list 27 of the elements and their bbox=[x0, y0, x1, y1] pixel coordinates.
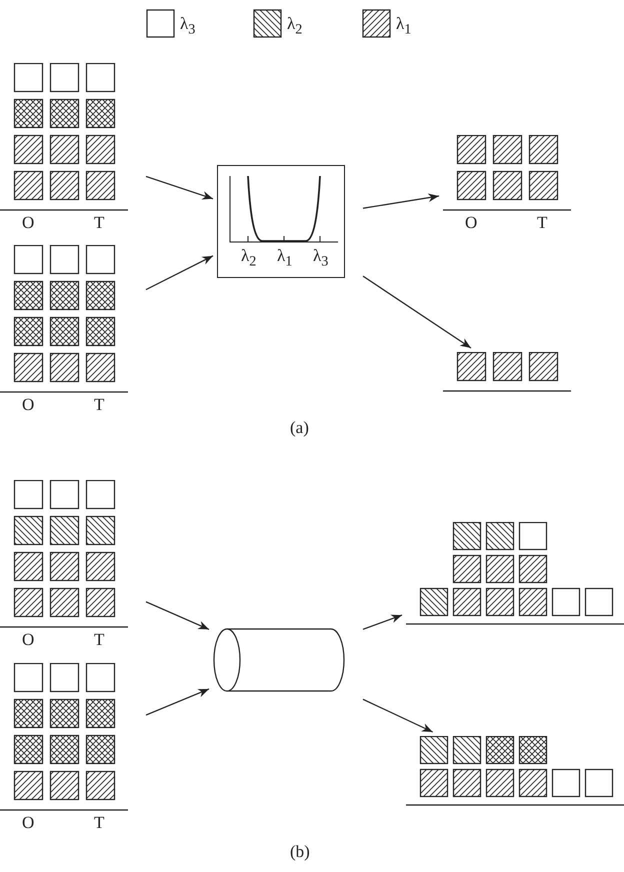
arrow bbox=[362, 698, 433, 733]
arrow bbox=[362, 276, 472, 348]
axis-label: O bbox=[22, 630, 34, 650]
tick-label: λ$_{3}$ bbox=[313, 246, 328, 272]
axis-label: T bbox=[94, 813, 104, 833]
arrow bbox=[146, 688, 210, 716]
legend-label: λ$_{2}$ bbox=[287, 14, 302, 40]
axis-label: T bbox=[94, 630, 104, 650]
arrow bbox=[146, 176, 214, 200]
axis-label: T bbox=[94, 395, 104, 415]
axis-label: T bbox=[537, 213, 548, 233]
arrow bbox=[362, 193, 440, 209]
tick-label: λ$_{1}$ bbox=[277, 246, 292, 272]
tick-label: λ$_{2}$ bbox=[241, 246, 256, 272]
figure-label: (a) bbox=[290, 418, 309, 438]
figure-label: (b) bbox=[290, 842, 310, 862]
arrow bbox=[146, 255, 214, 290]
axis-label: O bbox=[22, 213, 34, 233]
legend-label: λ$_{1}$ bbox=[396, 14, 412, 40]
axis-label: O bbox=[22, 395, 34, 415]
filter-box bbox=[217, 165, 345, 278]
legend-label: λ$_{3}$ bbox=[180, 14, 196, 40]
axis-label: T bbox=[94, 213, 104, 233]
axis-label: O bbox=[22, 813, 34, 833]
arrow bbox=[146, 601, 210, 630]
arrow bbox=[362, 614, 402, 630]
axis-label: O bbox=[465, 213, 478, 233]
